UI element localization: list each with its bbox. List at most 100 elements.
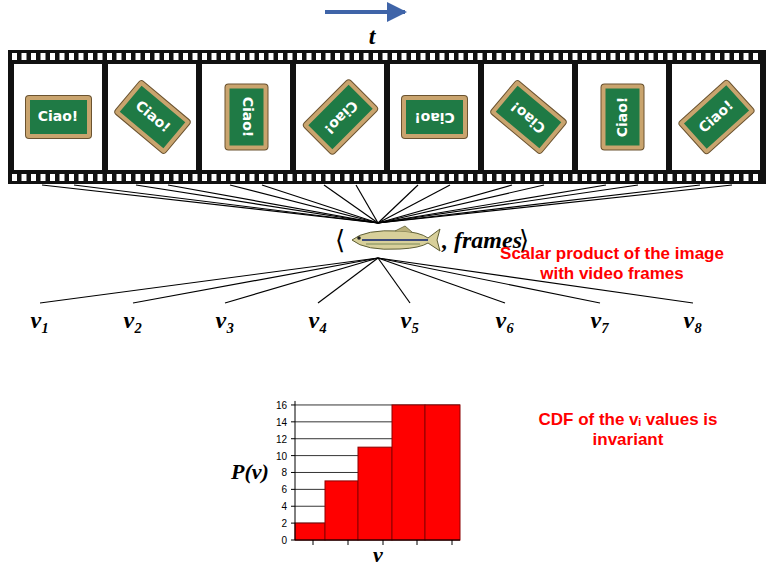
- chalkboard: Ciao!: [114, 80, 191, 154]
- sprocket-hole: [506, 174, 511, 181]
- sprocket-hole: [468, 174, 473, 181]
- sprocket-hole: [126, 174, 131, 181]
- leader-line: [356, 185, 378, 223]
- leader-line: [378, 185, 544, 223]
- sprocket-hole: [136, 174, 141, 181]
- board-text: Ciao!: [38, 109, 79, 124]
- sprocket-hole: [592, 174, 597, 181]
- sprocket-hole: [478, 174, 483, 181]
- axis-title: P(v): [231, 459, 269, 485]
- sprocket-hole: [297, 53, 302, 60]
- sprocket-hole: [715, 174, 720, 181]
- sprocket-hole: [107, 53, 112, 60]
- sprocket-hole: [639, 174, 644, 181]
- sprocket-hole: [525, 53, 530, 60]
- sprocket-hole: [183, 174, 188, 181]
- sprocket-hole: [221, 174, 226, 181]
- leader-line: [133, 258, 378, 303]
- sprocket-hole: [373, 174, 378, 181]
- sprocket-hole: [345, 174, 350, 181]
- sprocket-hole: [468, 53, 473, 60]
- sprocket-hole: [31, 174, 36, 181]
- sprocket-hole: [449, 53, 454, 60]
- sprocket-hole: [60, 53, 65, 60]
- sprocket-hole: [307, 174, 312, 181]
- value-label: v₇: [590, 307, 609, 334]
- axis-tick: [291, 506, 295, 507]
- sprocket-hole: [69, 174, 74, 181]
- tick-label: 16: [276, 399, 287, 410]
- sprocket-hole: [744, 53, 749, 60]
- sprocket-hole: [421, 174, 426, 181]
- cdf-bar: [392, 405, 425, 540]
- sprocket-hole: [611, 174, 616, 181]
- sprocket-hole: [50, 174, 55, 181]
- sprocket-hole: [193, 53, 198, 60]
- sprocket-hole: [231, 53, 236, 60]
- tick-label: 10: [276, 450, 287, 461]
- sprocket-hole: [316, 53, 321, 60]
- sprocket-hole: [706, 53, 711, 60]
- sprocket-hole: [60, 174, 65, 181]
- sprocket-hole: [535, 53, 540, 60]
- sprocket-hole: [402, 53, 407, 60]
- sprocket-hole: [563, 53, 568, 60]
- sprocket-hole: [136, 53, 141, 60]
- sprocket-hole: [715, 53, 720, 60]
- film-frame: [14, 64, 102, 170]
- film-frame: [578, 64, 666, 170]
- sprocket-hole: [554, 53, 559, 60]
- tick-label: 12: [276, 433, 287, 444]
- board-text: Ciao!: [614, 97, 629, 138]
- sprocket-hole: [250, 53, 255, 60]
- value-label: v₁: [30, 307, 49, 334]
- value-label: v₅: [400, 307, 419, 334]
- leader-line: [40, 258, 378, 303]
- sprocket-hole: [41, 53, 46, 60]
- sprocket-hole: [297, 174, 302, 181]
- sprocket-hole: [202, 53, 207, 60]
- axis-tick: [452, 540, 453, 545]
- sprocket-hole: [269, 53, 274, 60]
- chalkboard: Ciao!: [26, 96, 91, 138]
- value-label: v₃: [215, 307, 234, 334]
- board-text: Ciao!: [696, 98, 736, 137]
- sprocket-hole: [459, 174, 464, 181]
- board-text: Ciao!: [414, 109, 455, 124]
- sprocket-hole: [725, 53, 730, 60]
- sprocket-hole: [50, 53, 55, 60]
- sprocket-hole: [345, 53, 350, 60]
- sprocket-hole: [240, 53, 245, 60]
- sprocket-hole: [402, 174, 407, 181]
- sprocket-hole: [706, 174, 711, 181]
- sprocket-hole: [506, 53, 511, 60]
- sprocket-hole: [326, 174, 331, 181]
- chalkboard: Ciao!: [225, 85, 267, 150]
- sprocket-hole: [41, 174, 46, 181]
- sprocket-hole: [307, 53, 312, 60]
- sprocket-hole: [164, 174, 169, 181]
- sprocket-hole: [582, 53, 587, 60]
- sprocket-hole: [335, 174, 340, 181]
- sprocket-hole: [421, 53, 426, 60]
- converging-lines: [42, 185, 732, 223]
- axis-tick: [291, 455, 295, 456]
- axis-tick: [291, 523, 295, 524]
- sprocket-hole: [620, 53, 625, 60]
- sprocket-hole: [174, 174, 179, 181]
- sprocket-hole: [335, 53, 340, 60]
- film-frame: [484, 64, 572, 170]
- sprocket-hole: [601, 174, 606, 181]
- cdf-bar: [295, 523, 325, 540]
- sprocket-hole: [392, 53, 397, 60]
- axis-tick: [291, 489, 295, 490]
- sprocket-hole: [411, 174, 416, 181]
- sprocket-hole: [753, 174, 758, 181]
- tick-label: 14: [276, 416, 287, 427]
- chalkboard: Ciao!: [402, 96, 467, 138]
- sprocket-hole: [79, 174, 84, 181]
- sprocket-hole: [269, 174, 274, 181]
- sprocket-hole: [630, 53, 635, 60]
- sprocket-hole: [658, 174, 663, 181]
